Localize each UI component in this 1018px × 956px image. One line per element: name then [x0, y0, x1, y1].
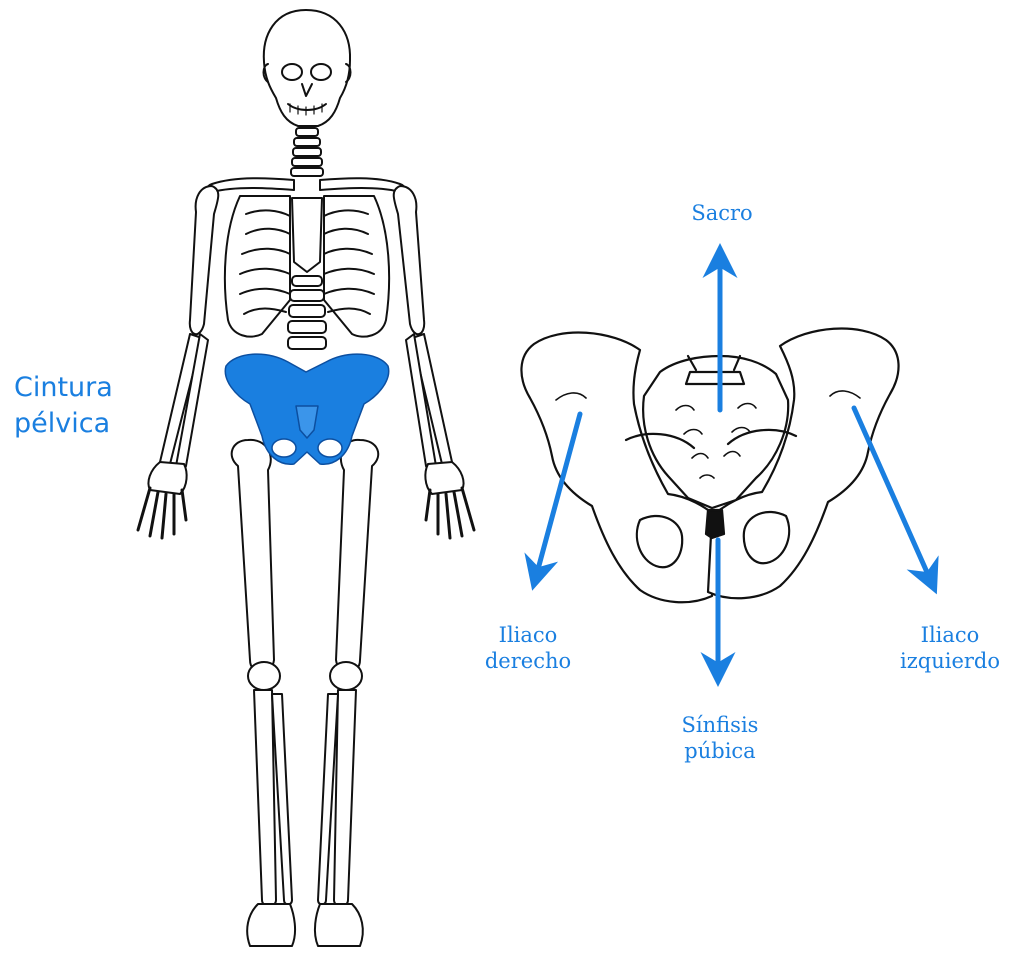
arrow-iliaco-izquierdo — [854, 408, 934, 588]
label-iliaco-derecho-line1: Iliaco — [468, 622, 588, 648]
skeleton-illustration — [138, 10, 474, 946]
label-iliaco-izquierdo: Iliaco izquierdo — [886, 622, 1014, 675]
label-sacro: Sacro — [672, 200, 772, 226]
label-iliaco-derecho: Iliaco derecho — [468, 622, 588, 675]
label-iliaco-izquierdo-line1: Iliaco — [886, 622, 1014, 648]
label-sinfisis-line2: púbica — [660, 738, 780, 764]
skull — [264, 10, 351, 126]
lumbar-spine — [288, 276, 326, 349]
right-clavicle — [320, 178, 405, 192]
label-sinfisis-pubica: Sínfisis púbica — [660, 712, 780, 765]
left-arm — [394, 186, 474, 538]
pubic-symphysis-drawing — [706, 510, 724, 538]
label-cintura-line2: pélvica — [14, 406, 113, 442]
label-cintura-pelvica: Cintura pélvica — [14, 370, 113, 443]
cervical-spine — [291, 128, 323, 176]
label-cintura-line1: Cintura — [14, 370, 113, 406]
left-clavicle — [208, 178, 295, 192]
pelvis-illustration — [521, 329, 898, 603]
label-sacro-line1: Sacro — [672, 200, 772, 226]
label-sinfisis-line1: Sínfisis — [660, 712, 780, 738]
label-iliaco-derecho-line2: derecho — [468, 648, 588, 674]
right-arm — [138, 186, 218, 538]
label-iliaco-izquierdo-line2: izquierdo — [886, 648, 1014, 674]
legs — [232, 440, 379, 946]
